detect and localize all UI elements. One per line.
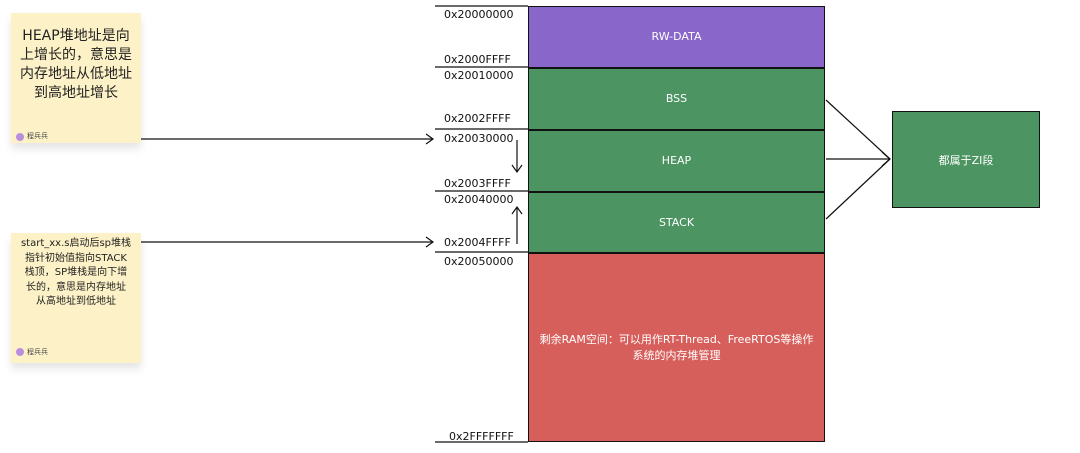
sticky-note-heap[interactable]: HEAP堆地址是向 上增长的，意思是 内存地址从低地址 到高地址增长 程兵兵 xyxy=(11,13,141,143)
heap-block[interactable]: HEAP xyxy=(528,130,825,192)
arrow-head-icon xyxy=(881,151,891,167)
rw-data-label: RW-DATA xyxy=(651,30,702,43)
address-label: 0x2003FFFF xyxy=(444,177,511,190)
note-author: 程兵兵 xyxy=(16,127,48,146)
stack-to-zi-arrow xyxy=(825,158,891,220)
address-label: 0x20050000 xyxy=(444,255,514,268)
arrow-head-icon xyxy=(511,164,523,174)
stack-block[interactable]: STACK xyxy=(528,192,825,253)
bss-to-zi-arrow xyxy=(825,99,891,160)
address-label: 0x20000000 xyxy=(444,8,514,21)
heap-label: HEAP xyxy=(661,154,692,167)
arrow-head-icon xyxy=(425,236,435,248)
remaining-ram-label: 剩余RAM空间：可以用作RT-Thread、FreeRTOS等操作 系统的内存堆… xyxy=(539,332,814,362)
avatar-icon xyxy=(16,348,24,357)
arrow-head-icon xyxy=(425,133,435,145)
rw-data-block[interactable]: RW-DATA xyxy=(528,6,825,68)
arrow-head-icon xyxy=(511,205,523,215)
bss-label: BSS xyxy=(665,92,688,105)
zi-segment-label: 都属于ZI段 xyxy=(938,153,994,167)
bss-block[interactable]: BSS xyxy=(528,68,825,130)
address-label: 0x2000FFFF xyxy=(444,53,511,66)
zi-segment-box[interactable]: 都属于ZI段 xyxy=(892,111,1040,208)
sticky-note-stack[interactable]: start_xx.s启动后sp堆栈 指针初始值指向STACK 栈顶，SP堆栈是向… xyxy=(11,233,141,363)
stack-label: STACK xyxy=(658,215,695,229)
note-author-name: 程兵兵 xyxy=(27,132,48,140)
address-label: 0x20030000 xyxy=(444,132,514,145)
remaining-ram-block[interactable]: 剩余RAM空间：可以用作RT-Thread、FreeRTOS等操作 系统的内存堆… xyxy=(528,253,825,442)
note-author: 程兵兵 xyxy=(16,345,48,360)
address-label: 0x2004FFFF xyxy=(444,236,511,249)
note-author-name: 程兵兵 xyxy=(27,348,48,356)
address-label: 0x2FFFFFFF xyxy=(449,430,514,443)
sticky-note-heap-text: HEAP堆地址是向 上增长的，意思是 内存地址从低地址 到高地址增长 xyxy=(20,28,132,101)
address-label: 0x20010000 xyxy=(444,69,514,82)
address-label: 0x20040000 xyxy=(444,193,514,206)
address-label: 0x2002FFFF xyxy=(444,112,511,125)
avatar-icon xyxy=(16,132,24,141)
sticky-note-stack-text: start_xx.s启动后sp堆栈 指针初始值指向STACK 栈顶，SP堆栈是向… xyxy=(20,238,132,307)
